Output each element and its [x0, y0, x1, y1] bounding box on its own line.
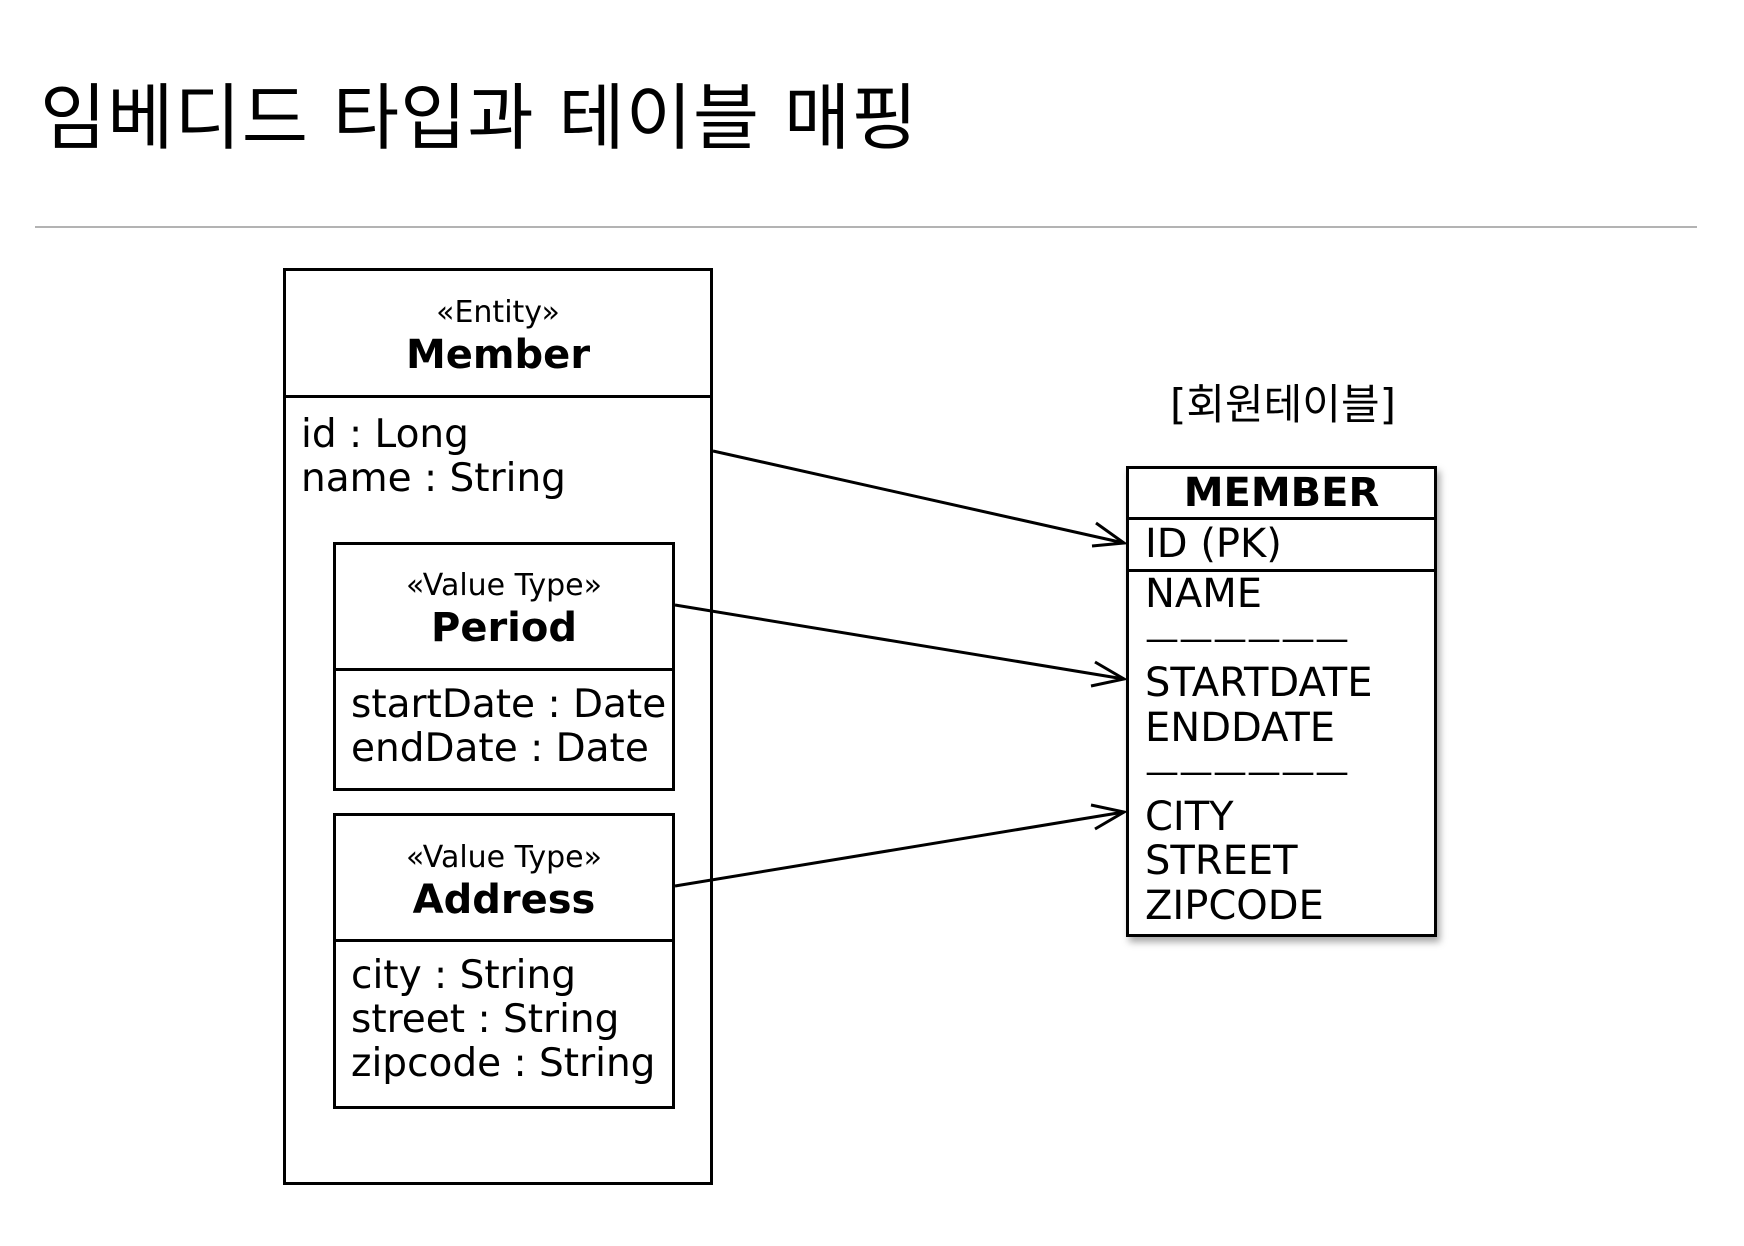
value-type-address-header: «Value Type» Address	[336, 816, 672, 942]
table-columns: NAME —————— STARTDATE ENDDATE —————— CIT…	[1129, 572, 1434, 928]
period-attribute-start-date: startDate : Date	[351, 682, 667, 727]
entity-member-header: «Entity» Member	[286, 271, 710, 398]
table-column-enddate: ENDDATE	[1145, 704, 1336, 751]
slide-title: 임베디드 타입과 테이블 매핑	[40, 76, 919, 160]
entity-stereotype: «Entity»	[436, 295, 560, 330]
address-attribute-city: city : String	[351, 953, 576, 998]
value-type-name: Address	[412, 877, 596, 923]
arrow-member-to-id	[712, 449, 1129, 548]
value-type-stereotype: «Value Type»	[406, 568, 602, 603]
period-attributes: startDate : Date endDate : Date	[351, 683, 666, 771]
value-type-name: Period	[431, 605, 577, 651]
table-column-startdate: STARTDATE	[1145, 660, 1373, 706]
entity-attributes: id : Long name : String	[301, 413, 704, 501]
value-type-period-box: «Value Type» Period startDate : Date end…	[333, 542, 675, 791]
period-attribute-end-date: endDate : Date	[351, 726, 649, 771]
value-type-stereotype: «Value Type»	[406, 840, 602, 875]
table-column-street: STREET	[1145, 838, 1298, 884]
entity-attribute-name: name : String	[301, 456, 566, 501]
arrow-address-to-city	[674, 803, 1129, 888]
address-attributes: city : String street : String zipcode : …	[351, 954, 666, 1086]
arrow-period-to-startdate	[674, 603, 1129, 688]
column-group-separator: ——————	[1145, 618, 1349, 659]
table-pk-column: ID (PK)	[1129, 520, 1434, 572]
column-group-separator: ——————	[1145, 752, 1349, 792]
address-attribute-zipcode: zipcode : String	[351, 1041, 656, 1086]
value-type-period-header: «Value Type» Period	[336, 545, 672, 671]
entity-name: Member	[405, 332, 591, 378]
address-attribute-street: street : String	[351, 997, 620, 1042]
table-caption: [회원테이블]	[1170, 380, 1396, 429]
value-type-address-box: «Value Type» Address city : String stree…	[333, 813, 675, 1109]
table-name: MEMBER	[1129, 469, 1434, 520]
title-divider	[35, 226, 1697, 228]
entity-attribute-id: id : Long	[301, 412, 469, 457]
table-column-zipcode: ZIPCODE	[1145, 882, 1324, 929]
table-column-city: CITY	[1145, 793, 1234, 840]
member-table: MEMBER ID (PK) NAME —————— STARTDATE END…	[1126, 466, 1437, 937]
table-column-name: NAME	[1145, 571, 1263, 617]
